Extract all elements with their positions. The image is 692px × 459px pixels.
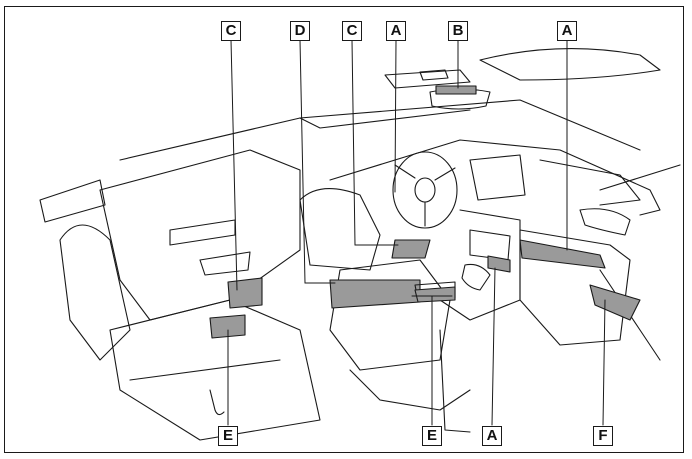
callout-c-top-mid: C <box>342 21 362 41</box>
driver-seat <box>299 188 471 411</box>
rear-pocket-highlight <box>227 277 263 309</box>
callout-e-bottom-mid: E <box>422 426 442 446</box>
display-screen <box>469 154 526 201</box>
glovebox-highlight <box>589 284 641 321</box>
dashboard-tray-highlight <box>519 239 606 269</box>
leader-lines <box>227 39 606 426</box>
callout-c-top-left: C <box>221 21 241 41</box>
callout-a-top-right: A <box>557 21 577 41</box>
cup-holder-highlight <box>414 286 456 303</box>
callout-b-top: B <box>448 21 468 41</box>
callout-a-top-mid: A <box>386 21 406 41</box>
door-pocket-highlight <box>391 239 431 259</box>
rear-armrest-highlight <box>209 314 246 339</box>
armrest-highlight <box>329 279 421 309</box>
rear-seat <box>39 179 321 441</box>
overhead-console-highlight <box>435 85 477 95</box>
callout-e-bottom-left: E <box>218 426 238 446</box>
callout-f-bottom: F <box>593 426 613 446</box>
steering-wheel <box>392 151 458 229</box>
console-pocket-highlight <box>487 255 511 273</box>
callout-a-bottom: A <box>482 426 502 446</box>
callout-d-top: D <box>290 21 310 41</box>
figure-border <box>4 6 684 453</box>
